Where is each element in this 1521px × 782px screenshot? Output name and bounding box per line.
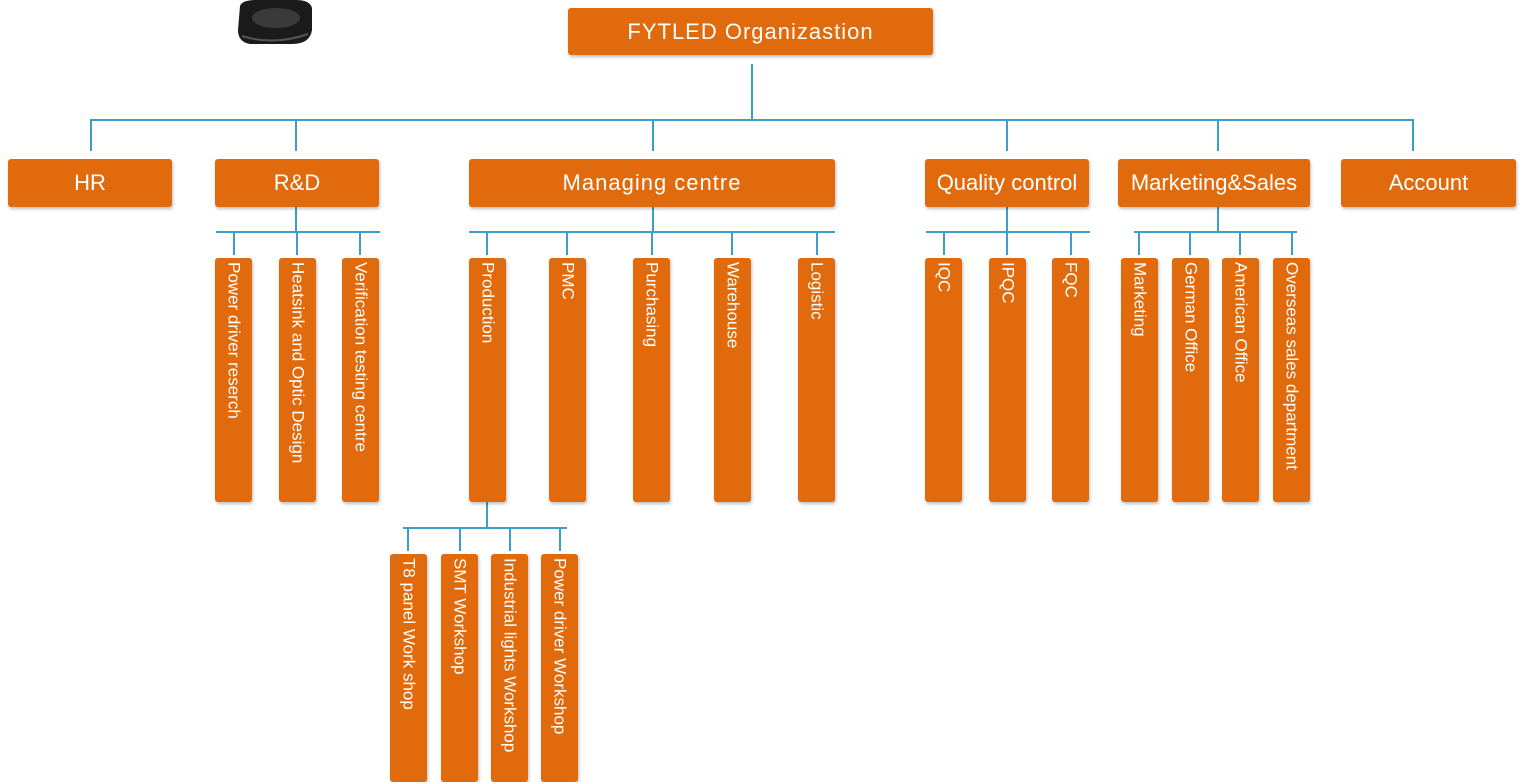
rd-unit: Power driver reserch [215, 258, 252, 502]
marketing-unit-label: Overseas sales department [1282, 262, 1302, 470]
managing-unit-label: Production [478, 262, 498, 344]
managing-unit: Logistic [798, 258, 835, 502]
production-workshop-label: Industrial lights Workshop [500, 558, 520, 753]
production-workshop: Industrial lights Workshop [491, 554, 528, 782]
dept-account: Account [1341, 159, 1516, 207]
production-workshop: SMT Workshop [441, 554, 478, 782]
dept-quality-control: Quality control [925, 159, 1089, 207]
qc-unit: FQC [1052, 258, 1089, 502]
rd-unit: Heatsink and Optic Design [279, 258, 316, 502]
marketing-unit: German Office [1172, 258, 1209, 502]
dept-rd-label: R&D [273, 170, 321, 195]
qc-unit: IPQC [989, 258, 1026, 502]
dept-managing-label: Managing centre [562, 170, 742, 195]
dept-marketing-label: Marketing&Sales [1130, 170, 1298, 195]
dept-qc-label: Quality control [936, 170, 1078, 195]
decorative-object-image [238, 0, 312, 44]
qc-unit-label: FQC [1061, 262, 1081, 298]
dept-managing-centre: Managing centre [469, 159, 835, 207]
managing-unit-label: Logistic [807, 262, 827, 320]
rd-unit-label: Verification testing centre [351, 262, 371, 452]
root-title: FYTLED Organizastion [627, 18, 874, 44]
marketing-unit: Marketing [1121, 258, 1158, 502]
managing-unit-label: Warehouse [723, 262, 743, 349]
marketing-unit: American Office [1222, 258, 1259, 502]
production-workshop-label: Power driver Workshop [550, 558, 570, 735]
rd-unit: Verification testing centre [342, 258, 379, 502]
managing-unit-production: Production [469, 258, 506, 502]
managing-unit-label: PMC [558, 262, 578, 300]
managing-unit: PMC [549, 258, 586, 502]
marketing-unit: Overseas sales department [1273, 258, 1310, 502]
production-workshop: Power driver Workshop [541, 554, 578, 782]
production-workshop-label: T8 panel Work shop [399, 558, 419, 710]
production-workshop-label: SMT Workshop [450, 558, 470, 675]
managing-unit: Warehouse [714, 258, 751, 502]
marketing-unit-label: American Office [1231, 262, 1251, 383]
managing-unit: Purchasing [633, 258, 670, 502]
marketing-unit-label: Marketing [1130, 262, 1150, 337]
qc-unit-label: IQC [934, 262, 954, 293]
managing-unit-label: Purchasing [642, 262, 662, 348]
qc-unit: IQC [925, 258, 962, 502]
dept-rd: R&D [215, 159, 379, 207]
marketing-unit-label: German Office [1181, 262, 1201, 373]
rd-unit-label: Heatsink and Optic Design [288, 262, 308, 464]
root-node: FYTLED Organizastion [568, 8, 933, 55]
rd-unit-label: Power driver reserch [224, 262, 244, 419]
qc-unit-label: IPQC [998, 262, 1018, 304]
dept-account-label: Account [1388, 170, 1469, 195]
dept-marketing-sales: Marketing&Sales [1118, 159, 1310, 207]
dept-hr-label: HR [74, 170, 106, 195]
dept-hr: HR [8, 159, 172, 207]
production-workshop: T8 panel Work shop [390, 554, 427, 782]
